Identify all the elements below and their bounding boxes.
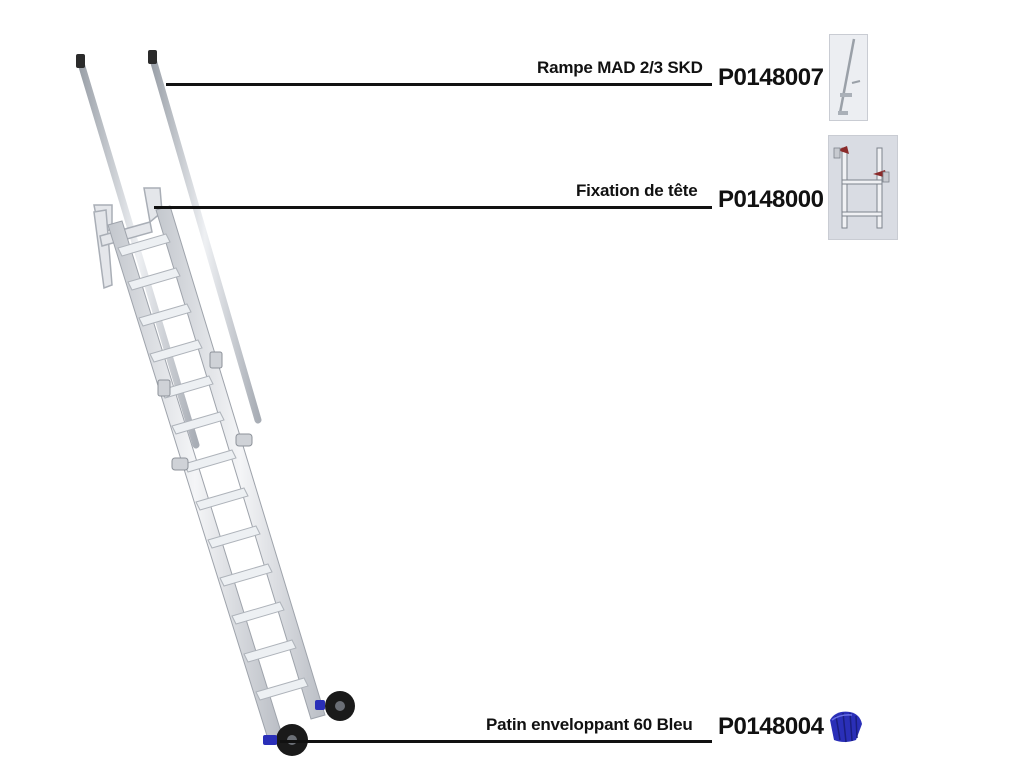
- leader-line-handrail: [166, 83, 712, 86]
- part-name-foot-pad: Patin enveloppant 60 Bleu: [486, 715, 693, 734]
- handrail-left: [76, 54, 200, 449]
- part-name-head-fixing: Fixation de tête: [576, 181, 698, 200]
- part-code-head-fixing: P0148000: [718, 186, 824, 213]
- handrail-right: [148, 50, 262, 424]
- ladder-rungs: [117, 233, 309, 701]
- leader-line-head-fixing: [154, 206, 712, 209]
- blue-foot-pad-icon: [830, 711, 862, 743]
- part-code-handrail: P0148007: [718, 64, 824, 91]
- head-fixing-thumbnail-icon: [828, 135, 898, 240]
- handrail-thumbnail-icon: [829, 34, 868, 121]
- part-code-foot-pad: P0148004: [718, 713, 824, 740]
- handrail-joints: [157, 351, 253, 471]
- leader-line-foot-pad: [280, 740, 712, 743]
- part-name-handrail: Rampe MAD 2/3 SKD: [537, 58, 703, 77]
